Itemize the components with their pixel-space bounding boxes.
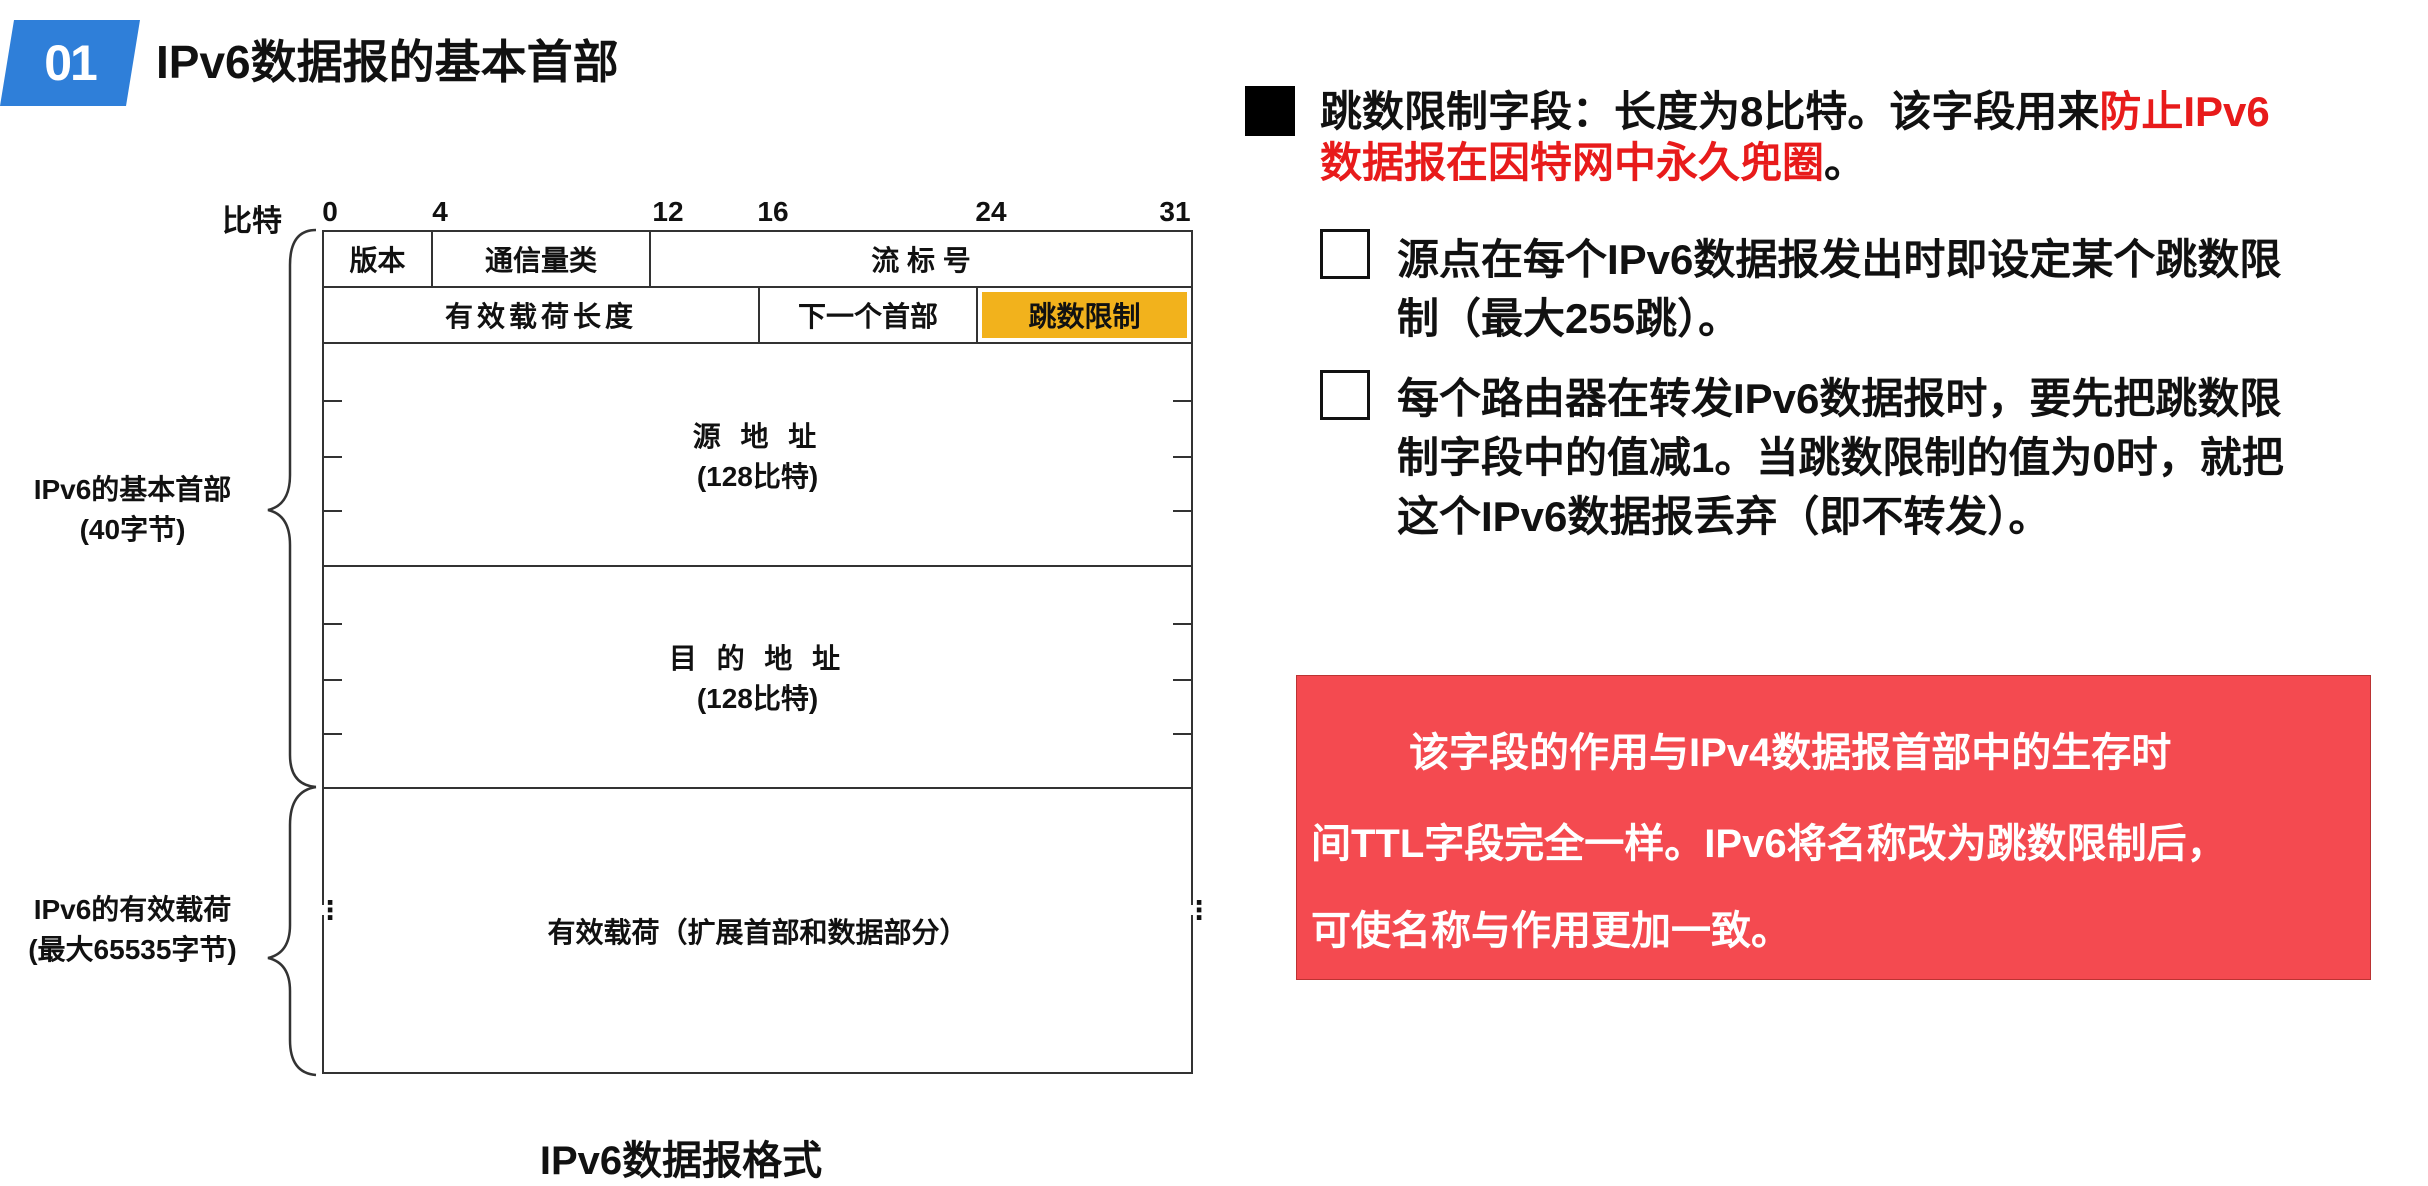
brace-label-line: (最大65535字节) — [28, 934, 237, 965]
bit-mark: 12 — [652, 196, 684, 227]
header-brace-icon — [267, 228, 317, 789]
destination-address-label: 目 的 地 址 — [668, 643, 847, 674]
brace-label-line: IPv6的基本首部 — [33, 474, 232, 505]
description-highlight: 数据报在因特网中永久兜圈 — [1320, 139, 1825, 186]
bit-mark: 24 — [975, 196, 1007, 227]
basic-header-brace-label: IPv6的基本首部 (40字节) — [0, 470, 265, 550]
brace-label-line: IPv6的有效载荷 — [33, 894, 232, 925]
version-field: 版本 — [324, 232, 433, 288]
bit-mark: 0 — [322, 196, 338, 227]
continuation-dots-right: ⋮ — [1186, 895, 1212, 925]
description-text: 跳数限制字段：长度为8比特。该字段用来 — [1320, 88, 2100, 135]
bullet-line: 源点在每个IPv6数据报发出时即设定某个跳数限 — [1397, 236, 2282, 283]
bullet-source-sets-limit: 源点在每个IPv6数据报发出时即设定某个跳数限 制（最大255跳）。 — [1397, 230, 2417, 348]
brace-label-line: (40字节) — [79, 514, 186, 545]
traffic-class-field: 通信量类 — [433, 232, 651, 288]
checkbox-bullet-icon — [1320, 370, 1370, 420]
ttl-note-box: 该字段的作用与IPv4数据报首部中的生存时 间TTL字段完全一样。IPv6将名称… — [1296, 675, 2371, 980]
hop-limit-field: 跳数限制 — [978, 288, 1191, 344]
flow-label-field: 流 标 号 — [651, 232, 1191, 288]
source-address-label: 源 地 址 — [692, 420, 823, 452]
section-number-badge: 01 — [0, 20, 140, 106]
note-line: 该字段的作用与IPv4数据报首部中的生存时 — [1409, 731, 2172, 775]
payload-length-field: 有效载荷长度 — [324, 288, 760, 344]
note-line: 间TTL字段完全一样。IPv6将名称改为跳数限制后， — [1311, 822, 2227, 866]
bullet-line: 每个路由器在转发IPv6数据报时，要先把跳数限 — [1397, 375, 2282, 422]
bullet-router-decrements: 每个路由器在转发IPv6数据报时，要先把跳数限 制字段中的值减1。当跳数限制的值… — [1397, 369, 2417, 546]
hop-limit-highlight: 跳数限制 — [982, 292, 1187, 338]
bullet-line: 制（最大255跳）。 — [1397, 295, 1741, 342]
diagram-caption: IPv6数据报格式 — [539, 1139, 823, 1183]
checkbox-bullet-icon — [1320, 229, 1370, 279]
payload-field: 有效载荷（扩展首部和数据部分） — [547, 916, 968, 948]
black-square-bullet-icon — [1245, 86, 1295, 136]
bullet-line: 制字段中的值减1。当跳数限制的值为0时，就把 — [1397, 434, 2284, 481]
brace-icons — [267, 228, 317, 1077]
source-address-field: 源 地 址 (128比特) — [324, 344, 1191, 567]
bit-mark: 4 — [432, 196, 448, 227]
source-address-size: (128比特) — [696, 460, 819, 492]
next-header-field: 下一个首部 — [760, 288, 978, 344]
note-line: 可使名称与作用更加一致。 — [1311, 909, 1791, 953]
bit-mark: 31 — [1159, 196, 1191, 227]
hop-limit-description: 跳数限制字段：长度为8比特。该字段用来防止IPv6 数据报在因特网中永久兜圈。 — [1320, 86, 2400, 188]
payload-brace-label: IPv6的有效载荷 (最大65535字节) — [0, 890, 265, 970]
description-highlight: 防止IPv6 — [2099, 88, 2270, 135]
bit-mark: 16 — [757, 196, 789, 227]
destination-address-field: 目 的 地 址 (128比特) — [324, 567, 1191, 789]
description-text: 。 — [1824, 139, 1867, 186]
destination-address-size: (128比特) — [696, 683, 819, 714]
header-table: 版本 通信量类 流 标 号 有效载荷长度 下一个首部 跳数限制 源 地 址 (1… — [322, 230, 1193, 1074]
bullet-line: 这个IPv6数据报丢弃（即不转发）。 — [1397, 493, 2051, 540]
bits-label: 比特 — [222, 205, 282, 238]
payload-brace-icon — [267, 785, 317, 1077]
page-title: IPv6数据报的基本首部 — [156, 36, 619, 88]
